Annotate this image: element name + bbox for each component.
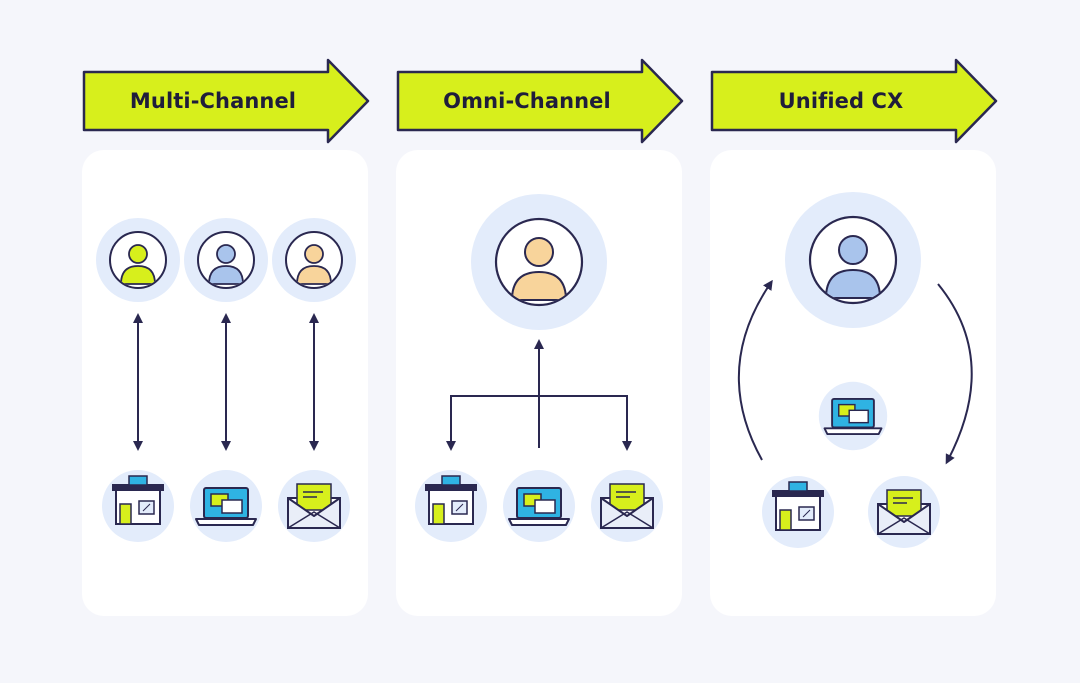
stage-banner-multi-channel: Multi-Channel [82,58,372,144]
store-icon [761,475,835,549]
cycle-arrow-left [737,279,773,461]
cycle-arrow-right [937,283,973,465]
banner-arrow-shape [710,58,998,144]
customer-icon [272,218,356,302]
distribution-arrows [446,339,632,451]
banner-arrow-shape [82,58,370,144]
customer-icon [785,192,921,328]
laptop-icon [502,469,576,543]
banner-arrow-shape [396,58,684,144]
store-icon [101,469,175,543]
email-icon [590,469,664,543]
customer-icon [96,218,180,302]
stage-title: Unified CX [778,89,904,113]
panel-omni-channel [396,150,682,616]
stage-banner-omni-channel: Omni-Channel [396,58,686,144]
panel-multi-channel [82,150,368,616]
panel-unified-cx [710,150,996,616]
email-icon [277,469,351,543]
laptop-icon [189,469,263,543]
stage-title: Multi-Channel [129,89,297,113]
stage-title: Omni-Channel [443,89,611,113]
laptop-icon [817,380,889,452]
customer-icon [471,194,607,330]
stage-banner-unified-cx: Unified CX [710,58,1000,144]
email-icon [867,475,941,549]
customer-icon [184,218,268,302]
store-icon [414,469,488,543]
